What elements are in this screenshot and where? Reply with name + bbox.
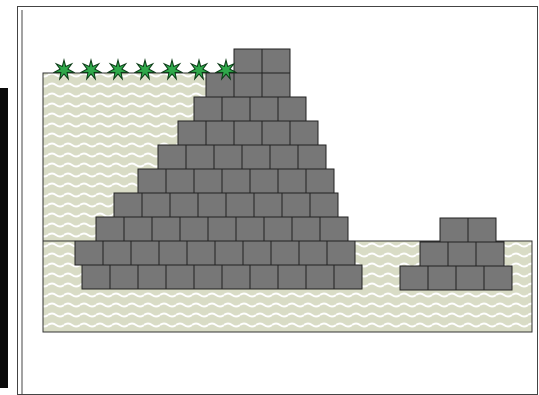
wall-block (234, 49, 262, 73)
wall-block (262, 73, 290, 97)
wall-block (262, 121, 290, 145)
wall-block (270, 145, 298, 169)
wall-block (180, 217, 208, 241)
wall-block (278, 169, 306, 193)
wall-block (264, 217, 292, 241)
wall-block (254, 193, 282, 217)
wall-block (222, 169, 250, 193)
wall-block (206, 121, 234, 145)
small-wall-block (420, 242, 448, 266)
wall-block (234, 121, 262, 145)
wall-block (208, 217, 236, 241)
wall-block (158, 145, 186, 169)
wall-block (152, 217, 180, 241)
small-wall-block (456, 266, 484, 290)
wall-block (194, 265, 222, 289)
wall-block (159, 241, 187, 265)
wall-block (236, 217, 264, 241)
wall-block (234, 73, 262, 97)
wall-block (320, 217, 348, 241)
wall-block (242, 145, 270, 169)
wall-block (278, 265, 306, 289)
wall-block (96, 217, 124, 241)
wall-block (243, 241, 271, 265)
wall-block (306, 169, 334, 193)
wall-block (138, 169, 166, 193)
wall-block (226, 193, 254, 217)
wall-block (114, 193, 142, 217)
wall-block (170, 193, 198, 217)
wall-block (292, 217, 320, 241)
wall-block (166, 265, 194, 289)
wall-block (103, 241, 131, 265)
wall-block (187, 241, 215, 265)
wall-block (82, 265, 110, 289)
wall-block (131, 241, 159, 265)
left-edge-strip (0, 88, 8, 388)
wall-block (334, 265, 362, 289)
wall-block (250, 97, 278, 121)
wall-block (250, 265, 278, 289)
small-wall-block (428, 266, 456, 290)
wall-block (290, 121, 318, 145)
wall-block (262, 49, 290, 73)
wall-block (110, 265, 138, 289)
wall-block (310, 193, 338, 217)
wall-block (166, 169, 194, 193)
wall-block (278, 97, 306, 121)
wall-block (194, 97, 222, 121)
wall-block (75, 241, 103, 265)
wall-block (271, 241, 299, 265)
wall-block (186, 145, 214, 169)
wall-block (327, 241, 355, 265)
wall-block (142, 193, 170, 217)
wall-block (214, 145, 242, 169)
wall-block (198, 193, 226, 217)
small-wall-block (448, 242, 476, 266)
wall-block (215, 241, 243, 265)
wall-block (138, 265, 166, 289)
wall-block (306, 265, 334, 289)
wall-block (299, 241, 327, 265)
wall-block (282, 193, 310, 217)
wall-block (222, 265, 250, 289)
wall-block (124, 217, 152, 241)
wall-block (222, 97, 250, 121)
small-wall-block (400, 266, 428, 290)
wall-block (298, 145, 326, 169)
wall-block (250, 169, 278, 193)
small-wall-block (476, 242, 504, 266)
small-wall-block (468, 218, 496, 242)
small-wall-block (484, 266, 512, 290)
wall-block (194, 169, 222, 193)
small-wall-block (440, 218, 468, 242)
wall-block (178, 121, 206, 145)
